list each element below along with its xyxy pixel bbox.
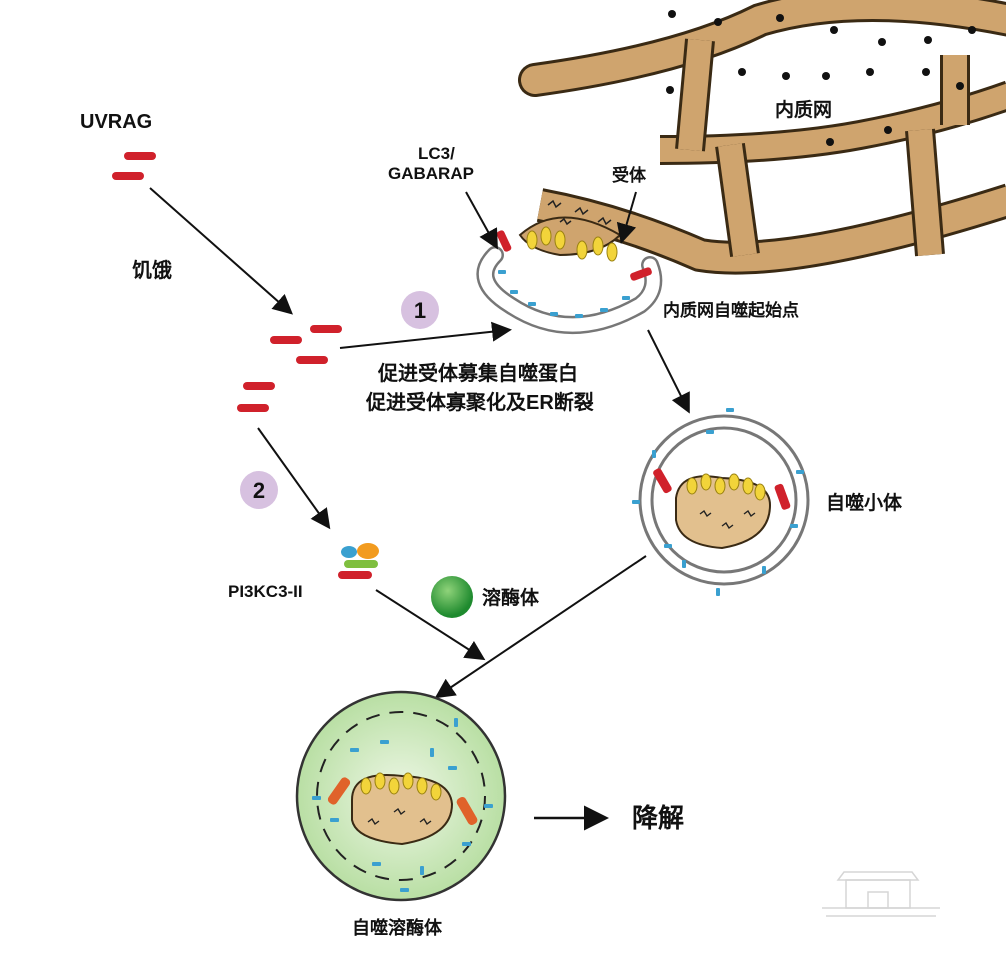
step1-text-line1: 促进受体募集自噬蛋白 bbox=[377, 361, 578, 385]
starvation-arrow bbox=[149, 187, 293, 315]
lc3-pointer-arrow bbox=[465, 191, 498, 250]
receptor-label: 受体 bbox=[612, 165, 647, 185]
autolysosome bbox=[295, 690, 507, 902]
pi3kc3-label: PI3KC3-II bbox=[228, 582, 303, 601]
degradation-label: 降解 bbox=[632, 803, 684, 833]
endoplasmic-reticulum bbox=[518, 0, 1006, 275]
watermark-logo bbox=[822, 871, 940, 917]
step1-number: 1 bbox=[414, 298, 426, 323]
lc3-label-line2: GABARAP bbox=[388, 164, 474, 183]
to-autophagosome-arrow bbox=[647, 329, 690, 414]
autophagosome-label: 自噬小体 bbox=[826, 491, 903, 514]
step1-badge bbox=[401, 291, 439, 329]
autolysosome-label: 自噬溶酶体 bbox=[352, 917, 443, 938]
uvrag-proteins-middle bbox=[237, 325, 342, 412]
step1-text-line2: 促进受体寡聚化及ER断裂 bbox=[365, 390, 594, 414]
pi3kc3-arrow bbox=[375, 589, 486, 661]
step1-arrow bbox=[339, 321, 512, 349]
uvrag-proteins-top bbox=[112, 152, 156, 180]
step2-number: 2 bbox=[253, 478, 265, 503]
autophagosome bbox=[632, 408, 810, 596]
receptor-pointer-arrow bbox=[616, 191, 637, 244]
step2-arrow bbox=[257, 427, 331, 530]
er-phagy-initiation-site bbox=[476, 199, 663, 334]
lysosome-ball bbox=[431, 576, 473, 618]
initiation-site-label: 内质网自噬起始点 bbox=[663, 300, 799, 320]
uvrag-label: UVRAG bbox=[80, 111, 152, 133]
er-label: 内质网 bbox=[775, 98, 832, 121]
step2-badge bbox=[240, 471, 278, 509]
to-autolysosome-arrow bbox=[434, 555, 647, 699]
lysosome-label: 溶酶体 bbox=[482, 586, 540, 609]
starvation-label: 饥饿 bbox=[132, 258, 172, 282]
lc3-label-line1: LC3/ bbox=[418, 144, 455, 163]
pi3kc3-complex bbox=[338, 543, 379, 579]
